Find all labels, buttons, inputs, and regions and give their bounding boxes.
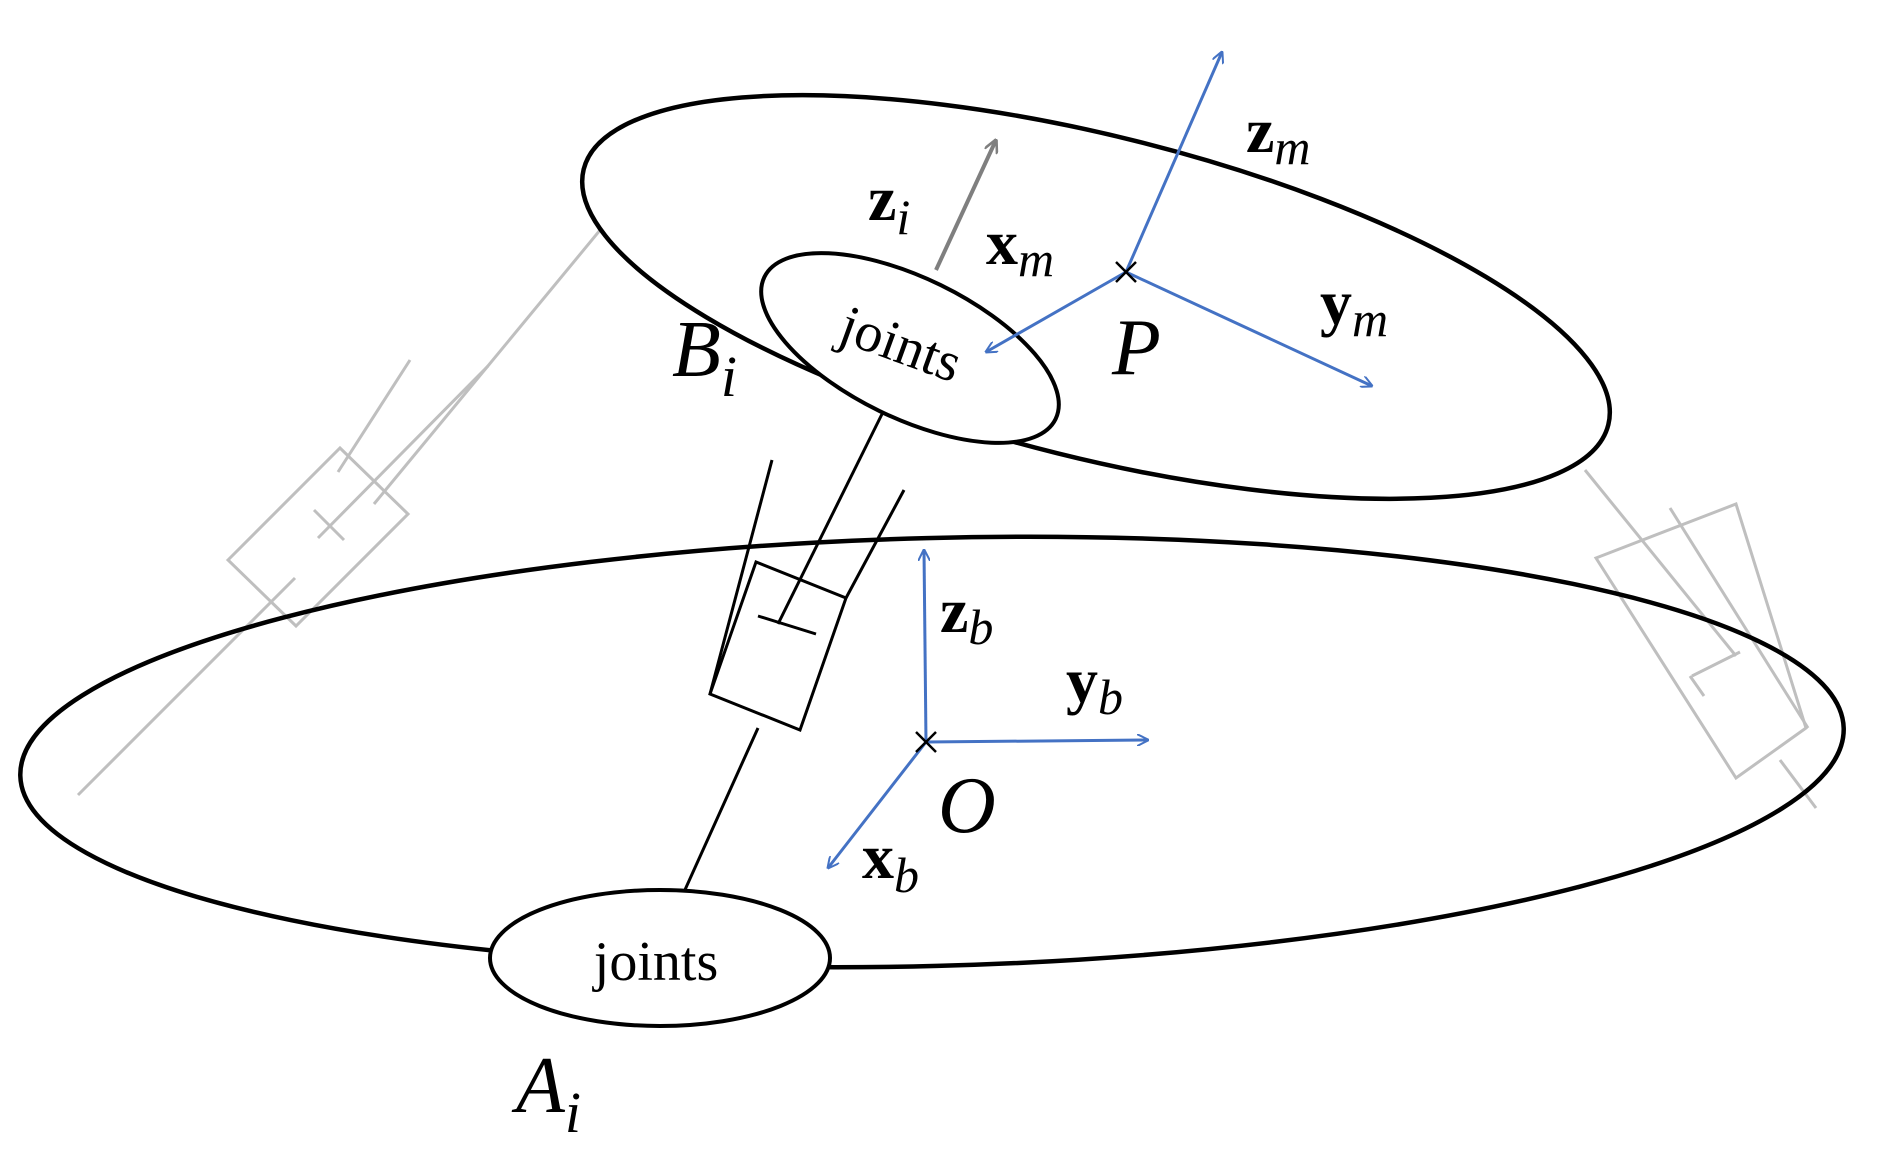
right-ghost-leg: [1583, 469, 1818, 809]
base-frame-axes: [828, 550, 1148, 868]
xb-axis-arrow: [828, 741, 928, 868]
lower-joint: joints: [488, 888, 832, 1028]
lower-joint-label: joints: [592, 931, 718, 993]
moving-frame-axes: [986, 52, 1372, 386]
label-z-m: zm: [1246, 95, 1311, 175]
label-B: Bi: [672, 306, 737, 409]
label-x-b: xb: [862, 821, 919, 903]
label-O: O: [938, 762, 996, 850]
label-y-b: yb: [1066, 645, 1123, 725]
label-z-i: zi: [868, 163, 910, 245]
base-platform-ellipse: [18, 534, 1846, 970]
ym-axis-arrow: [1125, 270, 1372, 386]
moving-platform-ellipse: [579, 92, 1613, 502]
label-z-b: zb: [940, 575, 993, 655]
left-ghost-leg: [76, 171, 650, 797]
point-P-marker: [1115, 261, 1137, 283]
joint-z-axis-arrow: [934, 140, 996, 271]
zb-axis-arrow: [924, 550, 926, 743]
label-A: Ai: [511, 1042, 581, 1145]
label-y-m: ym: [1320, 267, 1388, 347]
zm-axis-arrow: [1124, 52, 1222, 273]
label-P: P: [1111, 304, 1161, 392]
point-O-marker: [915, 731, 937, 753]
front-actuator-leg: [682, 409, 906, 893]
yb-axis-arrow: [925, 740, 1148, 742]
label-x-m: xm: [986, 207, 1054, 287]
upper-joint: joints: [759, 251, 1061, 445]
xm-axis-arrow: [986, 270, 1127, 352]
